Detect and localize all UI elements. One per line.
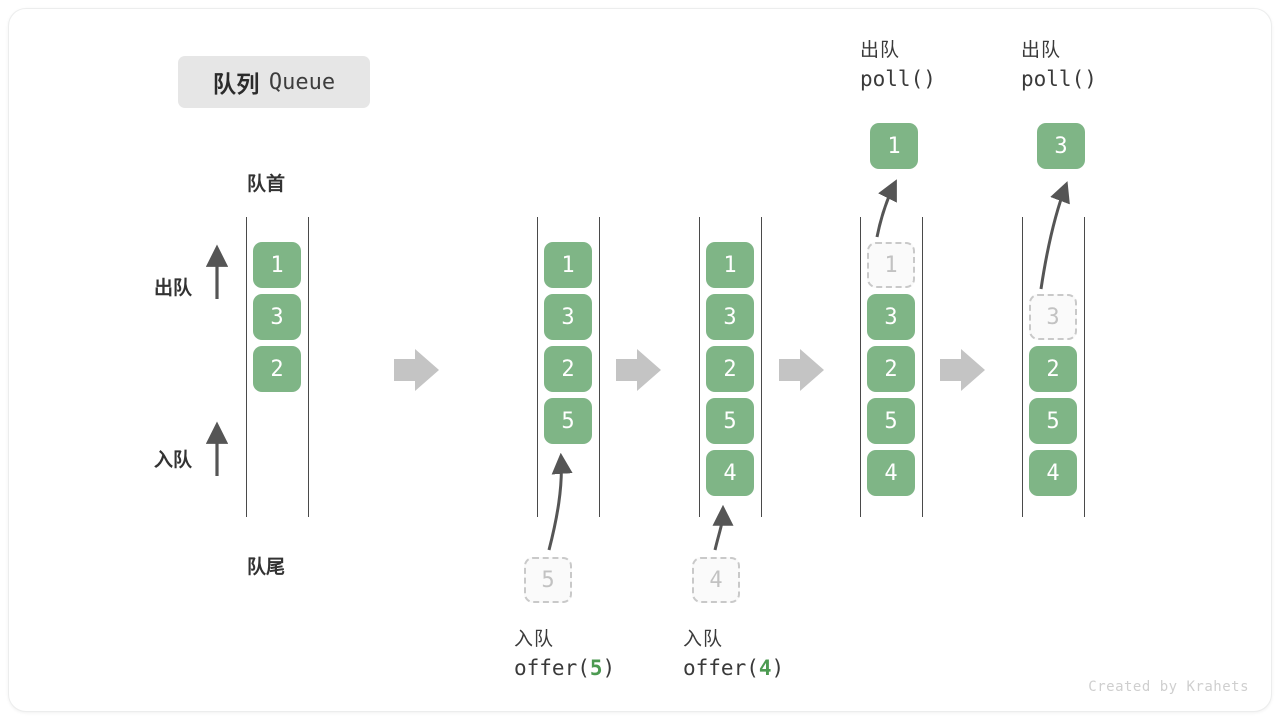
col5-outgoing-cell: 3 <box>1037 123 1085 169</box>
col3-caption: 入队 offer(4) <box>683 624 784 680</box>
col4-outgoing-cell: 1 <box>870 123 918 169</box>
col1-cell-2: 2 <box>253 346 301 392</box>
enqueue-direction-label: 入队 <box>154 450 193 471</box>
col2-cell-1: 3 <box>544 294 592 340</box>
col4-caption-cn: 出队 <box>860 40 901 61</box>
col5-cell-4: 4 <box>1029 450 1077 496</box>
step-arrow-2 <box>616 349 661 391</box>
col4-dequeue-arrow <box>875 179 897 238</box>
col2-caption-cn: 入队 <box>514 629 555 650</box>
col4-caption: 出队 poll() <box>860 35 936 91</box>
col4-cell-0: 1 <box>867 242 915 288</box>
col4-rail-right <box>922 217 923 517</box>
col3-cell-2: 2 <box>706 346 754 392</box>
col2-caption-arg: 5 <box>589 656 603 680</box>
col3-cell-4: 4 <box>706 450 754 496</box>
col3-caption-fn-end: ) <box>771 656 785 680</box>
col2-rail-left <box>537 217 538 517</box>
col3-caption-fn: offer( <box>683 656 759 680</box>
col3-incoming-cell: 4 <box>692 557 740 603</box>
step-arrow-1 <box>394 349 439 391</box>
col3-rail-right <box>761 217 762 517</box>
queue-head-label: 队首 <box>247 174 286 195</box>
col3-enqueue-arrow <box>712 504 734 551</box>
col2-caption-fn: offer( <box>514 656 590 680</box>
title-badge: 队列 Queue <box>178 56 370 108</box>
title-en: Queue <box>268 69 336 95</box>
col2-rail-right <box>599 217 600 517</box>
col5-rail-right <box>1084 217 1085 517</box>
col4-cell-1: 3 <box>867 294 915 340</box>
col1-cell-0: 1 <box>253 242 301 288</box>
col2-cell-3: 5 <box>544 398 592 444</box>
col4-cell-4: 4 <box>867 450 915 496</box>
col2-cell-2: 2 <box>544 346 592 392</box>
col4-caption-code: poll() <box>860 67 936 91</box>
col3-caption-code: offer(4) <box>683 656 784 680</box>
col2-caption: 入队 offer(5) <box>514 624 615 680</box>
col2-incoming-cell: 5 <box>524 557 572 603</box>
col1-rail-left <box>246 217 247 517</box>
col3-cell-1: 3 <box>706 294 754 340</box>
col2-caption-code: offer(5) <box>514 656 615 680</box>
col3-rail-left <box>699 217 700 517</box>
col5-rail-left <box>1022 217 1023 517</box>
col2-enqueue-arrow <box>547 452 573 551</box>
col1-cell-1: 3 <box>253 294 301 340</box>
col3-cell-3: 5 <box>706 398 754 444</box>
col5-cell-3: 5 <box>1029 398 1077 444</box>
queue-tail-label: 队尾 <box>247 557 286 578</box>
col5-caption-code: poll() <box>1021 67 1097 91</box>
col4-cell-3: 5 <box>867 398 915 444</box>
arrow-overlay <box>205 179 1070 551</box>
dequeue-direction-label: 出队 <box>154 278 193 299</box>
col3-caption-cn: 入队 <box>683 629 724 650</box>
col2-caption-fn-end: ) <box>602 656 616 680</box>
col5-caption: 出队 poll() <box>1021 35 1097 91</box>
col1-rail-right <box>308 217 309 517</box>
diagram-card: 队列 Queue 队首 队尾 出队 入队 1 3 2 1 3 2 5 5 入队 … <box>8 8 1272 712</box>
col2-cell-0: 1 <box>544 242 592 288</box>
col4-cell-2: 2 <box>867 346 915 392</box>
title-cn: 队列 <box>212 71 260 97</box>
col3-caption-arg: 4 <box>758 656 772 680</box>
col4-rail-left <box>860 217 861 517</box>
col5-cell-1: 3 <box>1029 294 1077 340</box>
step-arrow-4 <box>940 349 985 391</box>
col5-caption-cn: 出队 <box>1021 40 1062 61</box>
credit-text: Created by Krahets <box>1088 679 1249 695</box>
col3-cell-0: 1 <box>706 242 754 288</box>
step-arrow-3 <box>779 349 824 391</box>
col5-cell-2: 2 <box>1029 346 1077 392</box>
col5-dequeue-arrow <box>1039 181 1070 290</box>
